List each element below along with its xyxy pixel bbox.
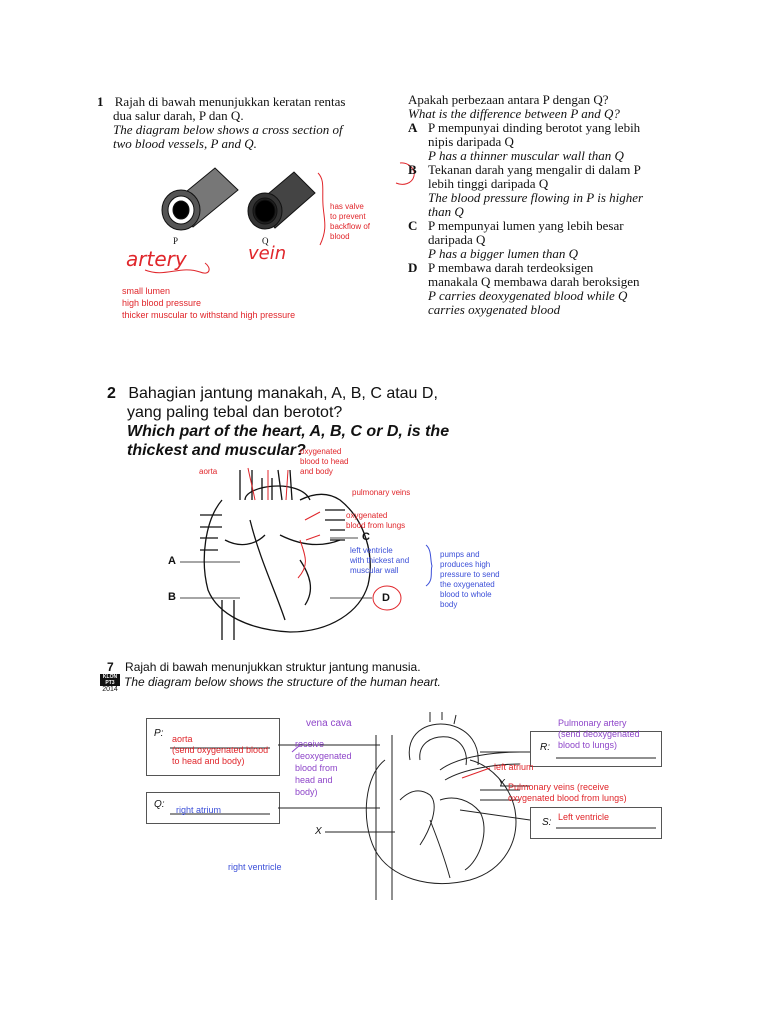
q7-p-label: P: [154,728,164,739]
q1-stem-en-2: two blood vessels, P and Q. [113,136,257,151]
q2-stem: 2 Bahagian jantung manakah, A, B, C atau… [107,384,467,460]
q1-note-valve: has valve to prevent backflow of blood [330,202,371,241]
q1-option-c[interactable]: C P mempunyai lumen yang lebih besar dar… [408,218,624,261]
q2-label-d: D [382,592,390,604]
q7-x-label: X [315,826,322,837]
vessel-p-artery [161,167,239,231]
q7-pulm-veins-note: Pulmonary veins (receive oxygenated bloo… [508,782,627,803]
q2-number: 2 [107,385,116,402]
q7-box-p[interactable] [146,718,280,776]
vessel-q-vein [247,171,316,230]
q7-stem: 7 Rajah di bawah menunjukkan struktur ja… [107,660,441,690]
q1-hand-artery: artery [126,247,187,271]
q2-stem-ms-2: yang paling tebal dan berotot? [127,404,343,421]
q1-stem: 1 Rajah di bawah menunjukkan keratan ren… [97,95,377,151]
q7-vena-cava: vena cava [306,718,352,729]
q7-box-r[interactable] [530,731,662,767]
q7-s-label: S: [542,817,552,828]
q2-ann-left-ventricle: left ventricle with thickest and muscula… [350,546,410,575]
q2-label-c: C [362,531,370,543]
q1-label-q: Q [262,236,269,246]
q2-stem-ms-1: Bahagian jantung manakah, A, B, C atau D… [128,385,438,402]
q2-ann-oxy-head: oxygenated blood to head and body [300,447,349,476]
q2-ann-pumps: pumps and produces high pressure to send… [440,550,500,609]
q1-number: 1 [97,94,104,109]
q7-r-answer: Pulmonary artery (send deoxygenated bloo… [558,718,640,750]
q1-question-en: What is the difference between P and Q? [408,106,620,121]
q1-option-a[interactable]: A P mempunyai dinding berotot yang lebih… [408,120,641,163]
q1-option-b[interactable]: B Tekanan darah yang mengalir di dalam P… [408,162,644,219]
q1-hand-vein: vein [248,243,287,264]
q1-question-ms: Apakah perbezaan antara P dengan Q? [408,92,609,107]
q1-options: Apakah perbezaan antara P dengan Q? What… [408,93,658,317]
q2-label-a: A [168,555,176,567]
q7-y-label: Y [498,778,505,789]
q7-left-atrium: left atrium [494,762,534,772]
q7-stem-en: The diagram below shows the structure of… [124,675,441,689]
q7-receive-note: receive deoxygenated blood from head and… [295,739,352,797]
q2-stem-en-2: thickest and muscular? [127,442,306,459]
q7-r-label: R: [540,742,550,753]
q7-badge: KLON PT3 2014 [100,674,120,694]
q7-stem-ms: Rajah di bawah menunjukkan struktur jant… [125,660,421,674]
q7-box-s[interactable] [530,807,662,839]
q2-ann-aorta: aorta [199,467,218,476]
q7-number: 7 [107,660,114,674]
q7-box-q[interactable] [146,792,280,824]
q2-stem-en-1: Which part of the heart, A, B, C or D, i… [127,423,450,440]
q7-p-answer: aorta (send oxygenated blood to head and… [172,734,269,766]
q2-label-b: B [168,591,176,603]
q1-stem-ms-1: Rajah di bawah menunjukkan keratan renta… [114,94,346,109]
q7-q-answer: right atrium [176,805,222,815]
q1-stem-ms-2: dua salur darah, P dan Q. [113,108,244,123]
q1-option-d[interactable]: D P membawa darah terdeoksigen manakala … [408,260,640,317]
q1-stem-en-1: The diagram below shows a cross section … [113,122,343,137]
q7-s-answer: Left ventricle [558,812,610,822]
q1-note-artery: small lumen high blood pressure thicker … [122,286,296,320]
q7-right-ventricle: right ventricle [228,862,282,872]
q2-ann-pulm-veins: pulmonary veins [352,488,411,497]
q7-q-label: Q: [154,799,165,810]
q1-label-p: P [173,236,179,246]
q2-ann-oxy-lungs: oxygenated blood from lungs [346,511,406,530]
